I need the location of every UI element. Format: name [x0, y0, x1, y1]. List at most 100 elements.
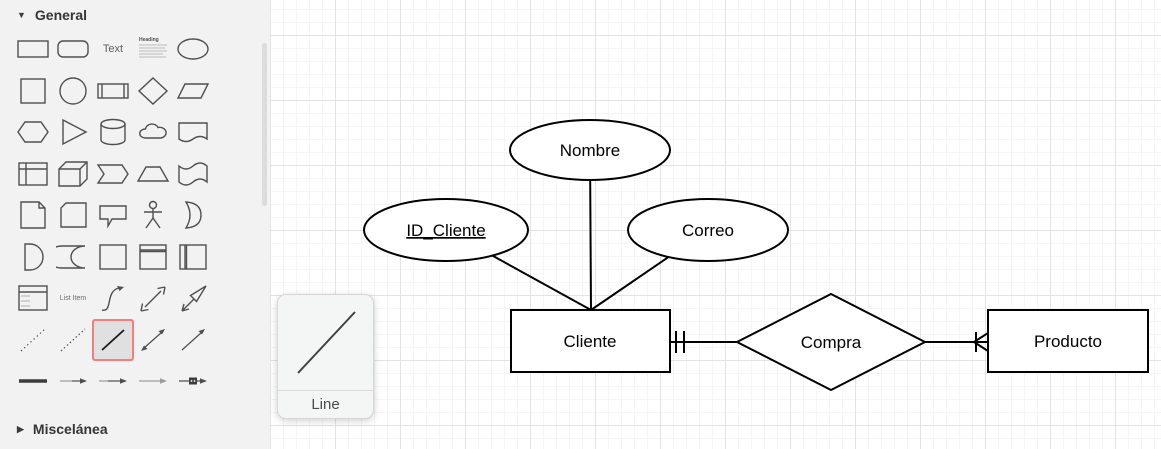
collapse-icon: ▼: [17, 9, 26, 20]
shape-list[interactable]: [13, 278, 53, 318]
shape-process[interactable]: [93, 71, 133, 111]
section-general[interactable]: ▼ General: [0, 0, 270, 28]
shape-ellipse[interactable]: [173, 29, 213, 69]
link-icon: [19, 379, 47, 383]
shape-step[interactable]: [93, 154, 133, 194]
shape-container[interactable]: [93, 237, 133, 277]
entity-cliente-label: Cliente: [564, 332, 617, 351]
shape-text[interactable]: Text: [93, 29, 133, 69]
shape-arrow-connector-1[interactable]: [53, 361, 93, 401]
shape-trapezoid[interactable]: [133, 154, 173, 194]
directional-connector-icon: [181, 328, 205, 350]
tooltip-shape-name: Line: [311, 396, 340, 413]
shape-cube[interactable]: [53, 154, 93, 194]
shape-diamond[interactable]: [133, 71, 173, 111]
bidirectional-connector-icon: [141, 328, 165, 351]
shape-parallelogram[interactable]: [173, 71, 213, 111]
line-icon: [101, 328, 125, 351]
entity-producto-label: Producto: [1034, 332, 1102, 351]
line-preview-icon: [297, 311, 356, 374]
shape-triangle[interactable]: [53, 112, 93, 152]
attribute-id-cliente-label: ID_Cliente: [406, 221, 485, 240]
note-icon: [20, 201, 46, 229]
card-icon: [60, 202, 87, 228]
trapezoid-icon: [136, 165, 170, 182]
arrow-icon: [181, 285, 207, 312]
drawing-canvas[interactable]: Nombre ID_Cliente Correo Cliente Compra …: [270, 0, 1161, 449]
shape-tape[interactable]: [173, 154, 213, 194]
shape-hexagon[interactable]: [13, 112, 53, 152]
shape-rounded-rectangle[interactable]: [53, 29, 93, 69]
shape-directional-connector[interactable]: [173, 320, 213, 360]
shape-actor[interactable]: [133, 195, 173, 235]
shape-document[interactable]: [173, 112, 213, 152]
shape-arrow-connector-3[interactable]: [133, 361, 173, 401]
shape-bidirectional-connector[interactable]: [133, 320, 173, 360]
entity-cliente[interactable]: [510, 309, 671, 373]
text-shape-label: Text: [102, 43, 124, 55]
shape-and[interactable]: [13, 237, 53, 277]
shape-note[interactable]: [13, 195, 53, 235]
relationship-compra[interactable]: [734, 292, 928, 392]
container-icon: [99, 243, 127, 270]
section-miscelanea-label: Miscelánea: [32, 421, 108, 437]
shape-grid: Text Heading: [13, 29, 213, 403]
shape-square[interactable]: [13, 71, 53, 111]
shape-line[interactable]: [92, 318, 134, 361]
shape-dotted-line[interactable]: [13, 320, 53, 360]
attribute-nombre[interactable]: [509, 119, 671, 181]
arrow-connector-1-icon: [60, 378, 87, 384]
shape-internal-storage[interactable]: [13, 154, 53, 194]
dashed-line-icon: [60, 328, 86, 351]
labeled-connector-icon: [179, 377, 207, 385]
entity-producto[interactable]: [987, 309, 1149, 373]
shape-bidirectional-arrow[interactable]: [133, 278, 173, 318]
shape-heading[interactable]: Heading: [133, 29, 173, 69]
shape-link[interactable]: [13, 361, 53, 401]
section-miscelanea[interactable]: ▶ Miscelánea: [0, 414, 270, 442]
attribute-correo[interactable]: [627, 198, 789, 262]
cloud-icon: [139, 123, 167, 139]
dotted-line-icon: [20, 328, 46, 351]
parallelogram-icon: [176, 82, 210, 99]
shape-cylinder[interactable]: [93, 112, 133, 152]
shape-callout[interactable]: [93, 195, 133, 235]
shape-circle[interactable]: [53, 71, 93, 111]
list-icon: [18, 285, 48, 311]
tape-icon: [178, 161, 208, 186]
shape-palette-sidebar: ▼ General Text Heading: [0, 0, 270, 449]
shape-list-item[interactable]: List Item: [53, 278, 93, 318]
attribute-nombre-label: Nombre: [560, 141, 620, 160]
bidirectional-arrow-icon: [140, 286, 166, 312]
shape-curve[interactable]: [93, 278, 133, 318]
shape-cloud[interactable]: [133, 112, 173, 152]
shape-labeled-connector[interactable]: [173, 361, 213, 401]
shape-data-storage[interactable]: [53, 237, 93, 277]
shape-rectangle[interactable]: [13, 29, 53, 69]
shape-vertical-container[interactable]: [133, 237, 173, 277]
arrow-connector-3-icon: [139, 378, 167, 384]
ellipse-icon: [177, 38, 209, 60]
shape-arrow-connector-2[interactable]: [93, 361, 133, 401]
shape-card[interactable]: [53, 195, 93, 235]
attribute-id-cliente[interactable]: [363, 198, 529, 262]
data-storage-icon: [56, 244, 86, 269]
process-icon: [97, 82, 129, 99]
shape-or[interactable]: [173, 195, 213, 235]
section-general-label: General: [34, 7, 88, 23]
svg-text:Heading: Heading: [139, 37, 159, 43]
relationship-compra-label: Compra: [801, 333, 862, 352]
horizontal-container-icon: [179, 243, 207, 270]
and-icon: [24, 242, 44, 271]
er-diagram: Nombre ID_Cliente Correo Cliente Compra …: [363, 119, 1149, 392]
heading-icon: Heading: [139, 37, 167, 58]
shape-dashed-line[interactable]: [53, 320, 93, 360]
attribute-correo-label: Correo: [682, 221, 734, 240]
sidebar-scrollbar-thumb[interactable]: [262, 43, 267, 206]
crowfoot-prong: [973, 341, 989, 352]
shape-horizontal-container[interactable]: [173, 237, 213, 277]
shape-arrow[interactable]: [173, 278, 213, 318]
step-icon: [96, 163, 129, 184]
document-icon: [178, 122, 208, 143]
triangle-icon: [62, 118, 88, 146]
